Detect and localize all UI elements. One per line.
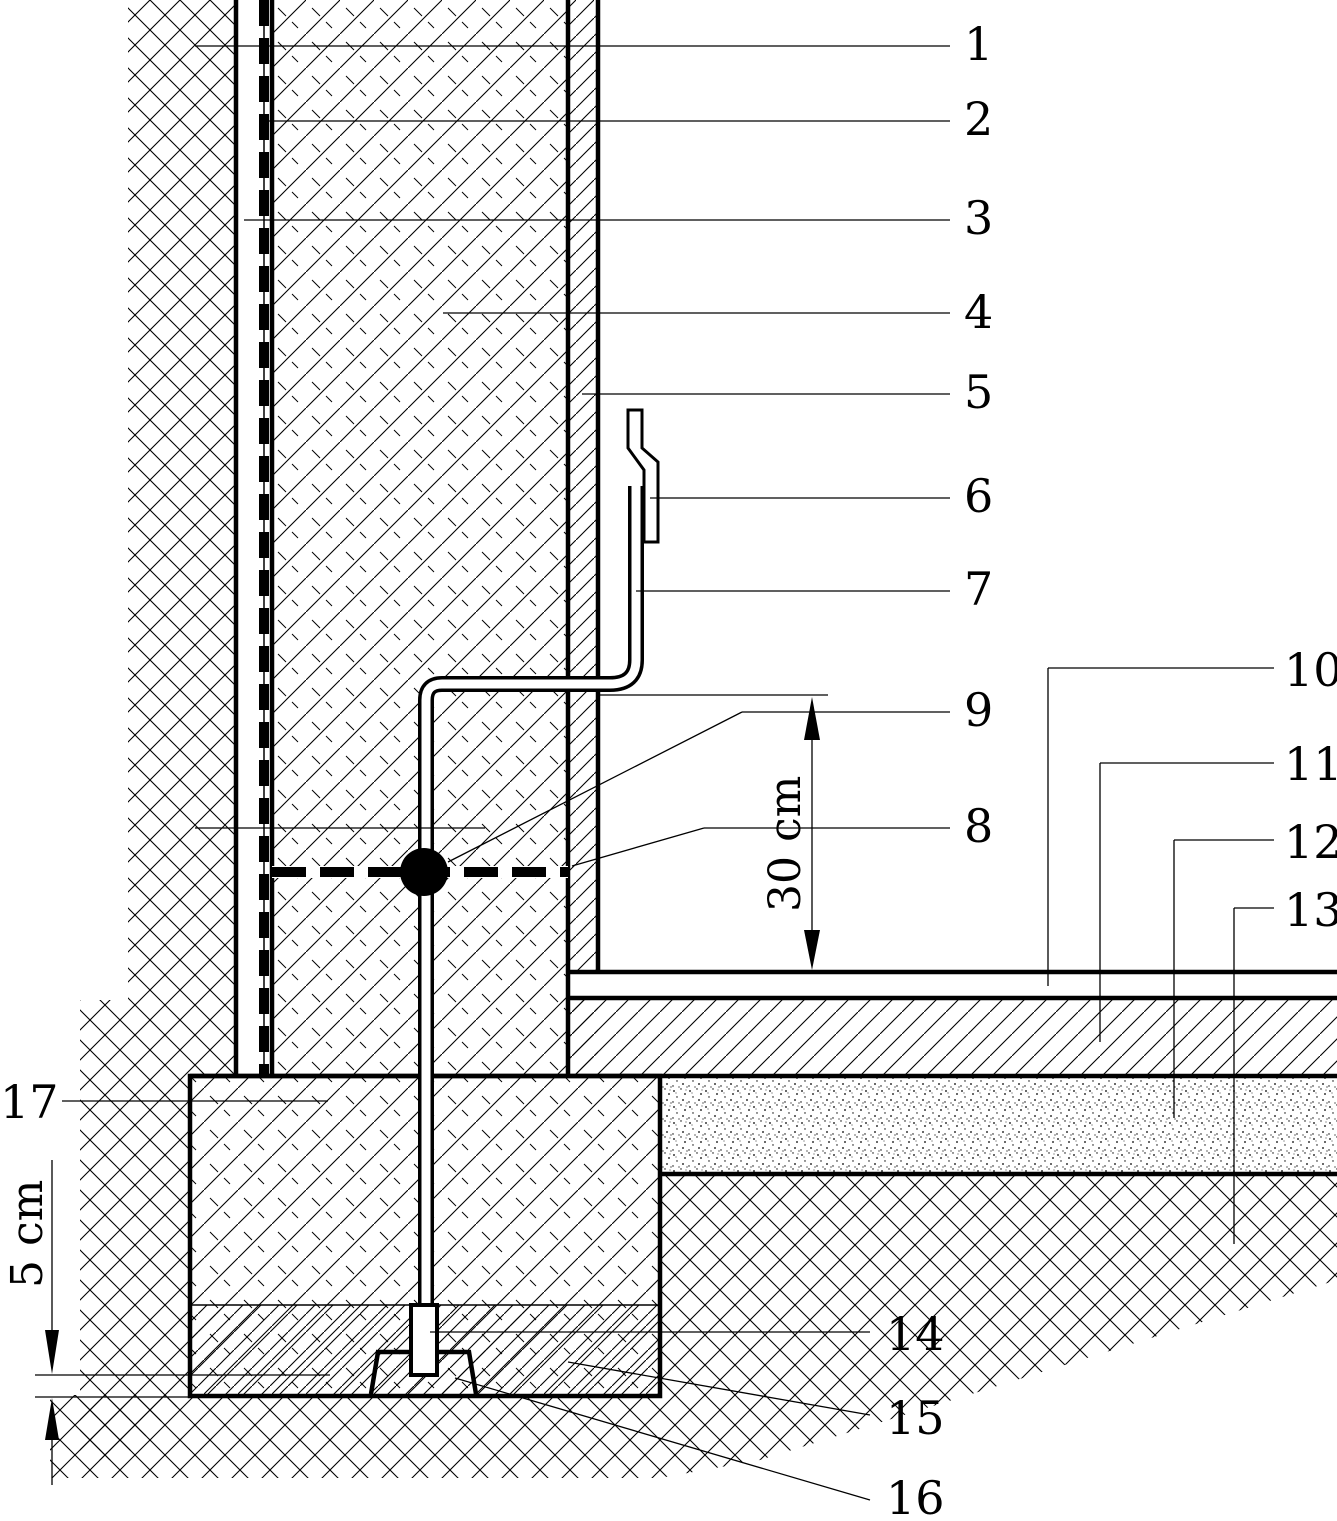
callout-labels: 1 2 3 4 5 6 7 9 8 10 11 12 13 14 15 16 1… (0, 17, 1337, 1521)
callout-17: 17 (0, 1075, 59, 1129)
dimension-label-30cm: 30 cm (760, 776, 811, 912)
callout-7: 7 (964, 562, 993, 616)
dimension-label-5cm: 5 cm (2, 1180, 53, 1288)
callout-16: 16 (886, 1471, 945, 1521)
callout-4: 4 (964, 285, 993, 339)
callout-15: 15 (886, 1391, 945, 1445)
soil-under-footing (50, 1176, 1337, 1478)
rod-connector (409, 1303, 439, 1377)
callout-8: 8 (964, 799, 993, 853)
callout-9: 9 (964, 683, 993, 737)
callout-6: 6 (964, 469, 993, 523)
leader-lines (35, 45, 1274, 1501)
callout-1: 1 (964, 17, 993, 71)
floor-screed (568, 998, 1337, 1076)
callout-3: 3 (964, 191, 993, 245)
dimension-30cm (804, 697, 820, 970)
base-spacer (368, 1349, 479, 1395)
floor-finish (568, 972, 1337, 998)
connection-node (400, 848, 448, 896)
callout-10: 10 (1284, 643, 1337, 697)
sand-bed (660, 1076, 1337, 1174)
earthing-conductor-inner (421, 486, 641, 1305)
soil-outer-left (80, 0, 236, 1460)
callout-13: 13 (1284, 883, 1337, 937)
inner-lining (568, 0, 598, 972)
callout-12: 12 (1284, 815, 1337, 869)
callout-5: 5 (964, 365, 993, 419)
connection-clamp (626, 408, 660, 544)
callout-11: 11 (1284, 737, 1337, 791)
dimension-5cm (45, 1160, 59, 1485)
callout-14: 14 (886, 1307, 945, 1361)
callout-2: 2 (964, 92, 993, 146)
